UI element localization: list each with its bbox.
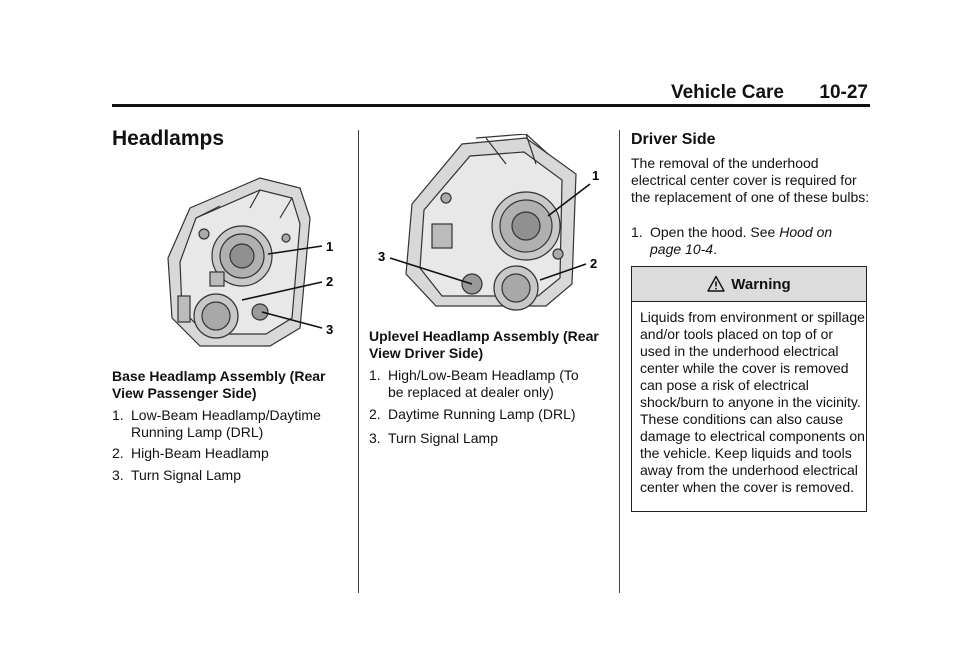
list-item: 3. Turn Signal Lamp xyxy=(112,467,348,485)
list-item: 3. Turn Signal Lamp xyxy=(369,430,609,448)
column-divider xyxy=(619,130,620,593)
figure-caption: Uplevel Headlamp Assembly (Rear View Dri… xyxy=(369,328,599,361)
item-text: High-Beam Headlamp xyxy=(131,445,269,461)
section-heading: Headlamps xyxy=(112,127,225,150)
hood-reference-link[interactable]: Hood on page 10-4 xyxy=(650,224,833,257)
uplevel-headlamp-figure: 1 2 3 xyxy=(378,134,599,311)
page-number: 10-27 xyxy=(819,82,868,103)
item-number: 3. xyxy=(112,467,124,483)
header-rule xyxy=(112,104,870,107)
section-title: Vehicle Care xyxy=(670,82,784,103)
list-item: 2. High-Beam Headlamp xyxy=(112,445,348,463)
item-number: 1. xyxy=(631,224,643,240)
warning-header: Warning xyxy=(632,267,866,302)
item-number: 3. xyxy=(369,430,381,446)
item-text: Low-Beam Headlamp/Daytime Running Lamp (… xyxy=(131,407,321,440)
item-number: 2. xyxy=(369,406,381,422)
step-text: Open the hood. See xyxy=(650,224,776,240)
page-header: Vehicle Care 10-27 xyxy=(112,82,870,108)
item-text: Daytime Running Lamp (DRL) xyxy=(388,406,576,422)
warning-icon xyxy=(707,275,725,292)
item-text: Open the hood. See Hood on page 10-4. xyxy=(650,224,865,258)
intro-paragraph: The removal of the underhood electrical … xyxy=(631,155,870,205)
callout-3: 3 xyxy=(378,249,385,264)
step-end: . xyxy=(713,241,717,257)
item-number: 2. xyxy=(112,445,124,461)
callout-1: 1 xyxy=(592,168,599,183)
item-text: Turn Signal Lamp xyxy=(131,467,241,483)
column-divider xyxy=(358,130,359,593)
item-number: 1. xyxy=(112,407,124,423)
base-headlamp-figure: 1 2 3 xyxy=(167,177,333,347)
list-item: 1. Low-Beam Headlamp/Daytime Running Lam… xyxy=(112,407,348,443)
list-item: 1. Open the hood. See Hood on page 10-4. xyxy=(631,224,871,260)
callout-1: 1 xyxy=(326,239,333,254)
figure-caption: Base Headlamp Assembly (Rear View Passen… xyxy=(112,368,326,401)
warning-box: Warning Liquids from environment or spil… xyxy=(631,266,867,512)
item-text: Turn Signal Lamp xyxy=(388,430,498,446)
list-item: 2. Daytime Running Lamp (DRL) xyxy=(369,406,609,424)
warning-text: Liquids from environment or spillage and… xyxy=(640,309,865,495)
item-number: 1. xyxy=(369,367,381,383)
callout-2: 2 xyxy=(590,256,597,271)
item-text: High/Low-Beam Headlamp (To be replaced a… xyxy=(388,367,579,400)
list-item: 1. High/Low-Beam Headlamp (To be replace… xyxy=(369,367,609,403)
warning-title: Warning xyxy=(731,275,791,293)
subsection-heading: Driver Side xyxy=(631,131,716,148)
callout-3: 3 xyxy=(326,322,333,337)
callout-2: 2 xyxy=(326,274,333,289)
